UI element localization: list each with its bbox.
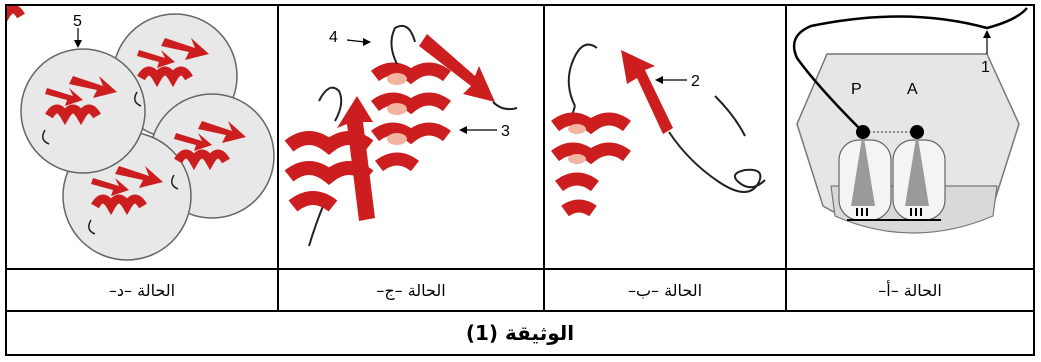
panel-labels-row: الحالة –د– الحالة –ج– الحالة –ب– الحالة … — [7, 268, 1033, 312]
secondary-structure-diagram: 2 — [545, 6, 787, 268]
tertiary-structure-diagram: 4 3 — [279, 6, 545, 268]
arrow-head-icon — [74, 40, 82, 48]
chain-end — [493, 102, 517, 109]
panel-state-a: 1 P A — [787, 6, 1033, 268]
label-number-1: 1 — [981, 59, 990, 76]
label-state-j: الحالة –ج– — [279, 270, 545, 310]
helix-inner — [387, 103, 407, 115]
diagram-panels: 5 4 3 — [7, 6, 1033, 268]
random-coil — [669, 96, 765, 192]
document-caption: الوثيقة (1) — [7, 312, 1033, 354]
chain-loop — [569, 66, 575, 120]
label-state-d: الحالة –د– — [7, 270, 279, 310]
helix-inner — [387, 73, 407, 85]
helix-inner — [568, 154, 586, 164]
arrow-head-icon — [459, 126, 467, 134]
pointer-line-4 — [347, 40, 365, 42]
helix-inner — [568, 124, 586, 134]
panel-state-j: 4 3 — [279, 6, 545, 268]
arrow-head-icon — [363, 38, 371, 46]
helix-inner — [387, 133, 407, 145]
arrow-head-icon — [983, 30, 991, 38]
ribosome-diagram: 1 P A — [787, 6, 1033, 268]
chain-loop — [319, 88, 341, 121]
document-figure: 5 4 3 — [5, 4, 1035, 356]
amino-acid-a — [910, 125, 924, 139]
panel-state-b: 2 — [545, 6, 787, 268]
site-label-p: P — [851, 81, 862, 98]
label-state-b: الحالة –ب– — [545, 270, 787, 310]
alpha-helix — [555, 119, 627, 211]
label-number-4: 4 — [329, 29, 338, 46]
chain-loop — [571, 45, 597, 66]
chain-loop — [391, 26, 415, 64]
beta-strand-arrow — [337, 96, 375, 221]
site-label-a: A — [907, 81, 918, 98]
quaternary-structure-diagram: 5 — [7, 6, 279, 268]
label-state-a: الحالة –أ– — [787, 270, 1033, 310]
label-number-5: 5 — [73, 13, 82, 30]
panel-state-d: 5 — [7, 6, 279, 268]
chain-loop — [309, 206, 323, 246]
alpha-helix-center — [375, 69, 447, 166]
label-number-2: 2 — [691, 73, 700, 90]
arrow-head-icon — [655, 76, 663, 84]
label-number-3: 3 — [501, 123, 510, 140]
